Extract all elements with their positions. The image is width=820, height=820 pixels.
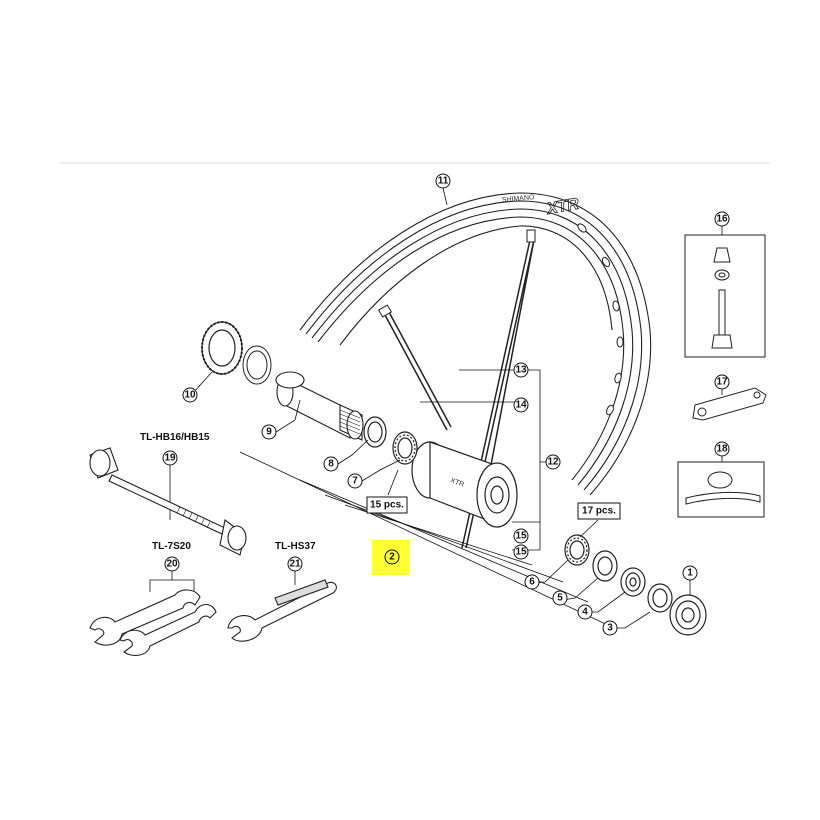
lockring: [201, 321, 243, 375]
box-15-pcs: [366, 496, 408, 514]
rim: [299, 192, 652, 496]
callout-15-upper: [513, 528, 529, 544]
hub-body: [411, 441, 518, 528]
callout-16: [714, 211, 730, 227]
axle-threads: [176, 506, 211, 529]
box-17-pcs: [577, 502, 621, 520]
callout-8: [323, 456, 339, 472]
svg-text:18: 18: [716, 444, 728, 455]
tubeless-valve: [711, 247, 733, 349]
rim-tape-panel: [677, 461, 765, 518]
callout-12: [545, 454, 561, 470]
callout-5: [552, 590, 568, 606]
seal-ring-8: [363, 416, 387, 448]
highlight-marker: [372, 540, 410, 575]
svg-text:14: 14: [515, 400, 527, 411]
callout-2: [384, 549, 400, 565]
rim-brand-text: SHIMANO: [502, 194, 536, 204]
spoke-tool: [227, 579, 337, 642]
callout-13: [513, 362, 529, 378]
callout-3: [602, 620, 618, 636]
svg-text:15 pcs.: 15 pcs.: [370, 500, 404, 511]
svg-text:15: 15: [515, 531, 527, 542]
cone-wrench-pair: [89, 589, 217, 656]
svg-text:7: 7: [352, 476, 358, 487]
svg-text:8: 8: [328, 459, 334, 470]
svg-text:1: 1: [687, 568, 693, 579]
bearing-6: [564, 534, 590, 566]
hub-model-text: XTR: [449, 477, 465, 488]
rim-model-text: XTR: [545, 196, 581, 219]
leader-lines: [239, 369, 691, 629]
callout-7: [347, 473, 363, 489]
svg-text:21: 21: [289, 559, 301, 570]
svg-text:6: 6: [529, 577, 535, 588]
cone-wrench-label: TL-7S20: [152, 541, 191, 552]
callout-14: [513, 397, 529, 413]
rim-spoke-holes: [577, 223, 624, 416]
callout-19: [162, 450, 178, 466]
spoke-tool-label: TL-HS37: [275, 541, 316, 552]
seal-5: [592, 550, 618, 582]
spoke-head: [377, 304, 393, 318]
callout-1: [682, 565, 698, 581]
callout-17: [714, 374, 730, 390]
svg-text:10: 10: [184, 390, 196, 401]
callout-6: [524, 574, 540, 590]
svg-text:20: 20: [166, 559, 178, 570]
rim-tape: [685, 471, 761, 505]
hub-axle-tool: [89, 447, 247, 556]
svg-text:4: 4: [582, 607, 588, 618]
svg-text:12: 12: [547, 457, 559, 468]
svg-text:5: 5: [557, 593, 563, 604]
svg-text:3: 3: [607, 623, 613, 634]
hub-tool-label: TL-HB16/HB15: [140, 432, 210, 443]
locknut-3: [647, 583, 673, 613]
callout-11: [435, 173, 451, 189]
svg-text:11: 11: [438, 176, 449, 187]
svg-text:15: 15: [515, 547, 527, 558]
cone-4: [620, 567, 646, 597]
end-cap-1: [669, 594, 707, 636]
spoke-nipple: [526, 229, 536, 243]
svg-text:13: 13: [515, 365, 527, 376]
spoke-key: [692, 387, 767, 421]
svg-text:9: 9: [266, 427, 272, 438]
spacer-ring: [242, 345, 272, 385]
freehub-splines: [339, 409, 361, 435]
callout-9: [261, 424, 277, 440]
svg-text:16: 16: [716, 214, 728, 225]
callout-4: [577, 604, 593, 620]
callout-15-lower: [513, 544, 529, 560]
bearing-7: [392, 431, 418, 465]
freehub-body: [275, 371, 364, 441]
svg-text:17: 17: [716, 377, 728, 388]
svg-text:17 pcs.: 17 pcs.: [582, 506, 616, 517]
callout-10: [182, 387, 198, 403]
callout-18: [714, 441, 730, 457]
svg-text:19: 19: [164, 453, 176, 464]
svg-text:2: 2: [389, 552, 395, 563]
